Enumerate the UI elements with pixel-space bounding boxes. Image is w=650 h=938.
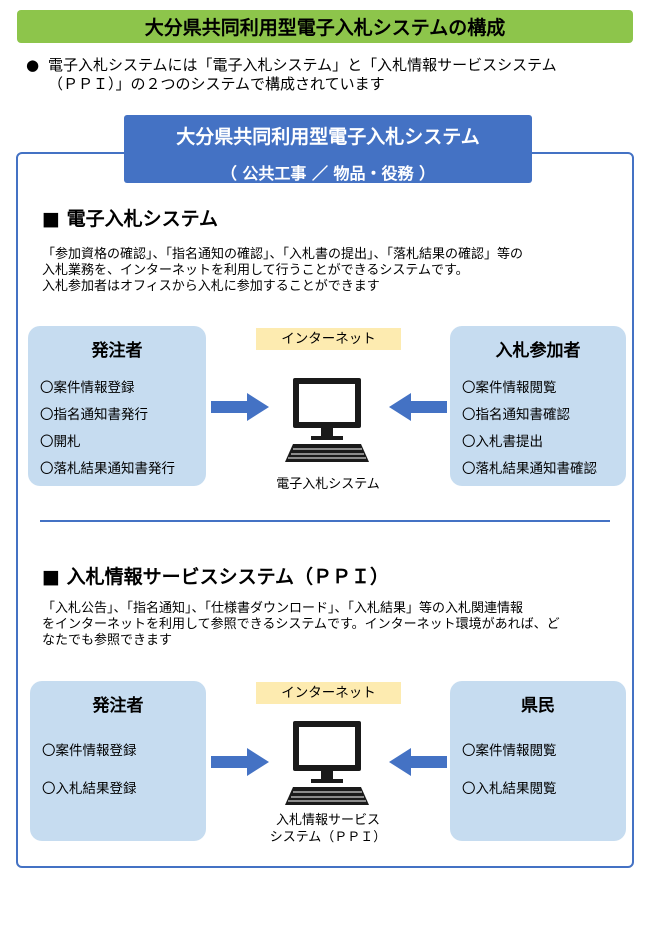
system-title-sub: （ 公共工事 ／ 物品・役務 ） [220,164,436,183]
section2-orderer-item: 〇案件情報登録 [42,743,137,759]
section1-orderer-box: 発注者 〇案件情報登録 〇指名通知書発行 〇開札 〇落札結果通知書発行 [28,326,206,486]
section1-bidder-item: 〇案件情報閲覧 [462,380,557,396]
section1-orderer-item: 〇落札結果通知書発行 [40,461,175,477]
section1-orderer-item: 〇指名通知書発行 [40,407,148,423]
bullet-icon: ● [26,56,40,74]
section1-orderer-title: 発注者 [91,341,143,361]
section2-description: 「入札公告」、「指名通知」、「仕様書ダウンロード」、「入札結果」等の入札関連情報… [42,601,622,649]
system-title-main: 大分県共同利用型電子入札システム [176,126,480,148]
section2-orderer-title: 発注者 [92,696,144,716]
section1-description: 「参加資格の確認」、「指名通知の確認」、「入札書の提出」、「落札結果の確認」等の… [42,247,622,295]
section1-internet-label: インターネット [256,328,401,350]
section1-bidder-item: 〇入札書提出 [462,434,543,450]
section1-desc-line: 入札業務を、インターネットを利用して行うことができるシステムです。 [42,263,469,278]
arrow-right-icon [211,393,269,421]
section1-bidder-item: 〇落札結果通知書確認 [462,461,597,477]
intro-text: ● 電子入札システムには「電子入札システム」と「入札情報サービスシステム （ＰＰＩ… [26,56,636,94]
page-title: 大分県共同利用型電子入札システムの構成 [17,10,633,43]
section2-desc-line: なたでも参照できます [42,633,173,648]
section2-orderer-box: 発注者 〇案件情報登録 〇入札結果登録 [30,681,206,841]
section1-bidder-box: 入札参加者 〇案件情報閲覧 〇指名通知書確認 〇入札書提出 〇落札結果通知書確認 [450,326,626,486]
section1-computer-caption: 電子入札システム [238,476,418,493]
caption-line: 電子入札システム [276,477,380,492]
system-title: 大分県共同利用型電子入札システム （ 公共工事 ／ 物品・役務 ） [124,115,532,183]
section1-desc-line: 入札参加者はオフィスから入札に参加することができます [42,279,380,294]
caption-line: 入札情報サービス [275,813,380,828]
section2-citizen-title: 県民 [521,696,555,716]
section2-citizen-item: 〇入札結果閲覧 [462,781,557,797]
section2-desc-line: 「入札公告」、「指名通知」、「仕様書ダウンロード」、「入札結果」等の入札関連情報 [42,601,524,616]
section2-citizen-item: 〇案件情報閲覧 [462,743,557,759]
section1-orderer-item: 〇開札 [40,434,81,450]
intro-line-2: （ＰＰＩ）」の２つのシステムで構成されています [48,75,385,93]
arrow-left-icon [389,748,447,776]
section2-computer-caption: 入札情報サービス システム（ＰＰＩ） [238,812,418,846]
section1-heading: ■ 電子入札システム [42,208,218,230]
section1-orderer-item: 〇案件情報登録 [40,380,135,396]
section-divider [40,520,610,522]
computer-icon [285,721,369,805]
section2-internet-label: インターネット [256,682,401,704]
intro-line-1: 電子入札システムには「電子入札システム」と「入札情報サービスシステム [48,56,557,74]
section2-citizen-box: 県民 〇案件情報閲覧 〇入札結果閲覧 [450,681,626,841]
arrow-left-icon [389,393,447,421]
arrow-right-icon [211,748,269,776]
caption-line: システム（ＰＰＩ） [269,830,387,845]
section1-bidder-item: 〇指名通知書確認 [462,407,570,423]
computer-icon [285,378,369,462]
section1-bidder-title: 入札参加者 [495,341,581,361]
section1-desc-line: 「参加資格の確認」、「指名通知の確認」、「入札書の提出」、「落札結果の確認」等の [42,247,524,262]
section2-orderer-item: 〇入札結果登録 [42,781,137,797]
section2-heading: ■ 入札情報サービスシステム（ＰＰＩ） [42,566,389,588]
section2-desc-line: をインターネットを利用して参照できるシステムです。インターネット環境があれば、ど [42,617,560,632]
